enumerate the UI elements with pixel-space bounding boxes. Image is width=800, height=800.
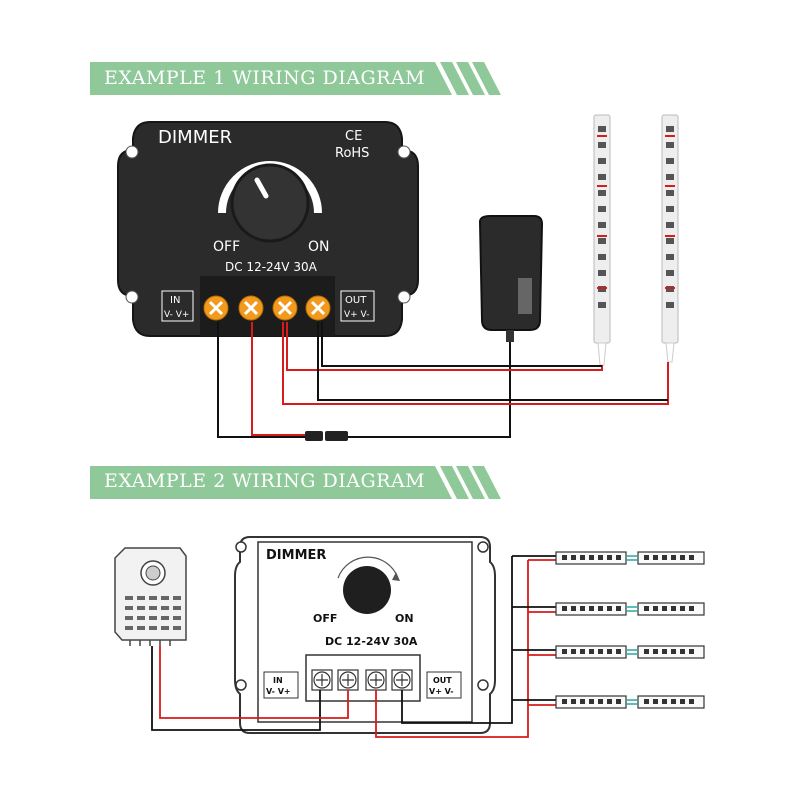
example2-wires xyxy=(151,555,556,738)
led-strip xyxy=(593,114,611,366)
ce-mark: CE xyxy=(345,129,362,144)
dimmer-knob[interactable] xyxy=(230,163,310,243)
example2-title: EXAMPLE 2 WIRING DIAGRAM xyxy=(104,470,426,492)
led-strip-row xyxy=(555,695,705,709)
led-strip-row xyxy=(555,551,705,565)
power-adapter xyxy=(478,215,544,342)
out-box xyxy=(340,290,375,322)
out-label: OUT xyxy=(345,295,367,306)
in-label: IN xyxy=(170,295,180,306)
off-label: OFF xyxy=(313,612,337,625)
led-strip xyxy=(661,114,679,363)
in-box xyxy=(161,290,194,322)
example1-banner xyxy=(90,62,501,95)
mount-hole xyxy=(397,290,411,304)
example1-title: EXAMPLE 1 WIRING DIAGRAM xyxy=(104,67,426,89)
on-label: ON xyxy=(308,239,330,255)
led-strip-row xyxy=(555,645,705,659)
mount-hole xyxy=(125,145,139,159)
dimmer-brand-label: DIMMER xyxy=(266,548,326,563)
off-label: OFF xyxy=(213,239,240,255)
in-pins-label: V- V+ xyxy=(266,687,291,696)
dimmer-brand-label: DIMMER xyxy=(158,127,232,148)
example2-dimmer: DIMMER OFF ON DC 12-24V 30A IN V- V+ OUT… xyxy=(234,536,496,734)
mount-hole xyxy=(477,679,489,691)
mount-hole xyxy=(235,541,247,553)
rating-label: DC 12-24V 30A xyxy=(225,260,318,274)
terminal-screws xyxy=(311,669,413,691)
rohs-mark: RoHS xyxy=(335,146,369,161)
mount-hole xyxy=(477,541,489,553)
dimmer-knob[interactable] xyxy=(343,566,391,614)
out-pins-label: V+ V- xyxy=(429,687,454,696)
terminal-screws xyxy=(203,295,331,321)
out-label: OUT xyxy=(433,676,452,685)
rotation-arrow xyxy=(337,556,399,579)
example1-wires xyxy=(217,322,669,438)
power-supply xyxy=(114,547,187,646)
on-label: ON xyxy=(395,612,414,625)
wire-connector xyxy=(305,431,348,441)
knob-indicator xyxy=(254,177,269,199)
mount-hole xyxy=(125,290,139,304)
mount-hole xyxy=(397,145,411,159)
led-strip-row xyxy=(555,602,705,616)
in-label: IN xyxy=(273,676,283,685)
out-pins-label: V+ V- xyxy=(344,310,369,320)
mount-hole xyxy=(235,679,247,691)
example2-banner xyxy=(90,466,501,499)
in-pins-label: V- V+ xyxy=(164,310,189,320)
example1-dimmer: DIMMER CE RoHS OFF ON DC 12-24V 30A IN V… xyxy=(117,121,419,337)
rating-label: DC 12-24V 30A xyxy=(325,635,418,648)
